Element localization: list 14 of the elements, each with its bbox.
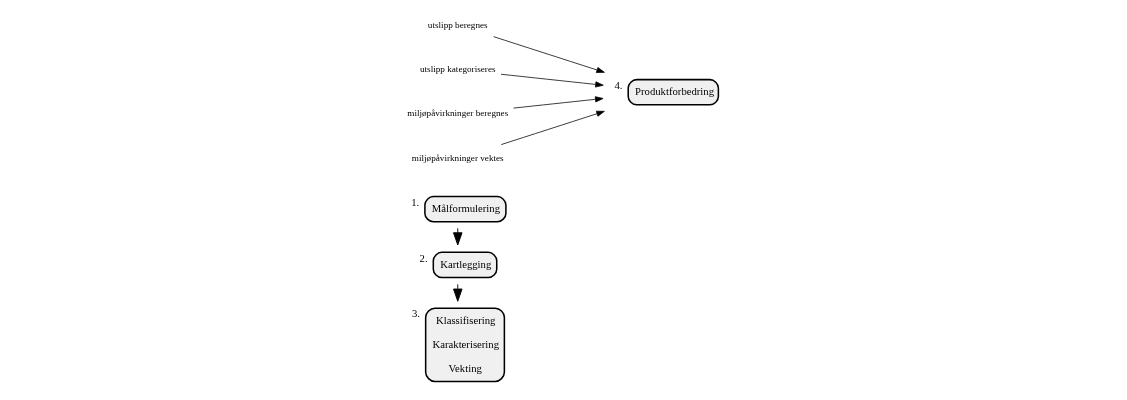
arrow xyxy=(500,73,604,88)
arrow xyxy=(492,36,605,73)
node-label: 2. xyxy=(419,251,428,264)
arrow xyxy=(512,96,603,109)
node-label: 4. xyxy=(613,78,622,91)
arrow xyxy=(452,227,462,246)
arrow xyxy=(452,283,462,302)
node-text: miljøpåvirkninger vektes xyxy=(411,152,504,163)
node-text: miljøpåvirkninger beregnes xyxy=(406,108,508,119)
node-label: 1. xyxy=(410,195,419,208)
arrow xyxy=(500,110,605,145)
node-label: 3. xyxy=(411,307,420,320)
node-text: utslipp kategoriseres xyxy=(419,64,496,75)
node-text: utslipp beregnes xyxy=(427,19,488,30)
